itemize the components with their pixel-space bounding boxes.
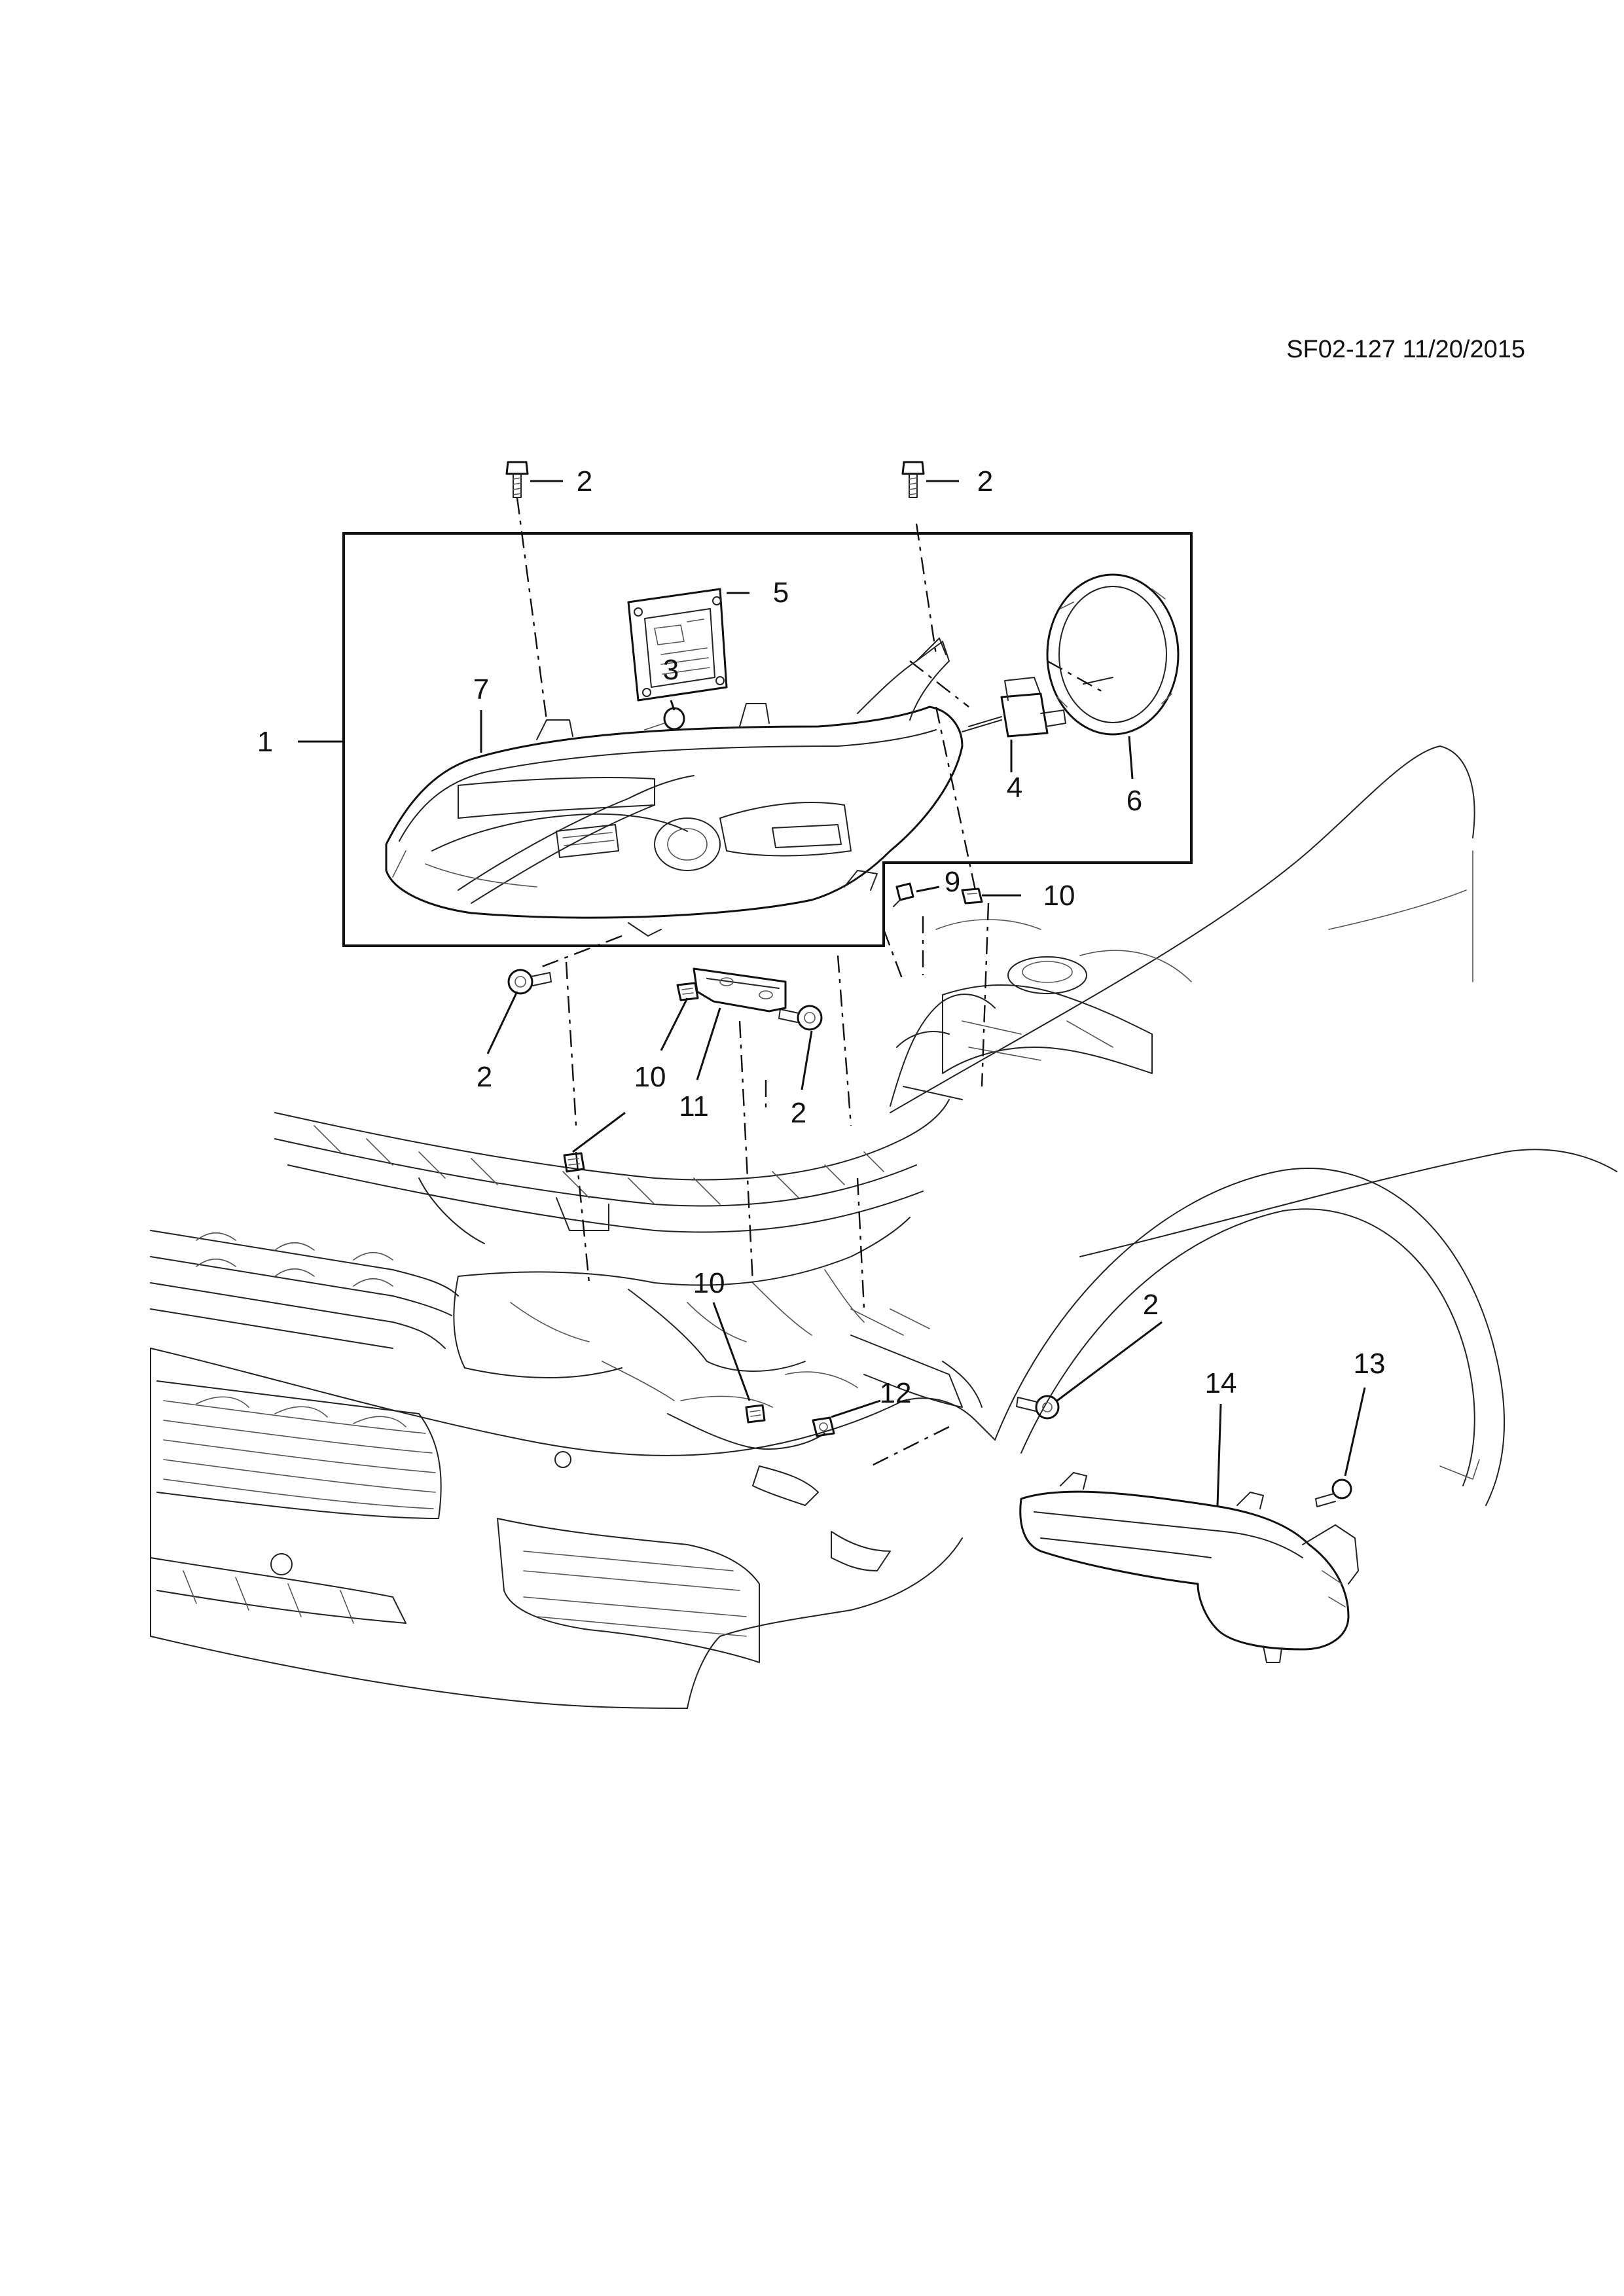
nut-12	[812, 1416, 835, 1437]
callout-1: 1	[257, 726, 273, 758]
nut-10-right	[961, 888, 983, 905]
bulb-part	[644, 707, 685, 730]
callout-2: 2	[1143, 1289, 1159, 1321]
bolt-top-left	[505, 461, 529, 498]
callout-11: 11	[679, 1090, 709, 1122]
screw-13	[1315, 1479, 1352, 1507]
callout-6: 6	[1127, 785, 1142, 817]
bulb-socket-part	[962, 677, 1066, 738]
nut-10-lower	[745, 1404, 766, 1424]
callout-12: 12	[880, 1377, 912, 1409]
callout-13: 13	[1354, 1348, 1386, 1380]
callout-2: 2	[977, 465, 993, 497]
callout-14: 14	[1205, 1367, 1237, 1399]
bolt-lower	[1016, 1395, 1060, 1420]
callout-10: 10	[634, 1061, 666, 1093]
callout-7: 7	[473, 673, 489, 706]
bolt-mid-left	[507, 969, 552, 995]
vehicle-front-end	[150, 745, 1617, 1709]
mounting-bracket-part	[693, 967, 787, 1013]
callout-2: 2	[791, 1097, 806, 1129]
daytime-lamp-part	[1019, 1472, 1359, 1663]
bolt-top-right	[901, 461, 925, 498]
callout-labels: 1 2 2 2 2 2 3 4 5 6 7 9 10 10 10 11 12 1…	[257, 465, 1386, 1409]
callout-3: 3	[663, 654, 679, 686]
diagram-reference-code: SF02-127 11/20/2015	[1286, 336, 1525, 363]
headlamp-housing	[385, 637, 964, 937]
nut-10-mid	[563, 1152, 585, 1173]
callout-10: 10	[1043, 880, 1075, 912]
alignment-lines	[516, 497, 1107, 1467]
sealing-ring-part	[1046, 573, 1180, 736]
bolt-mid-right	[778, 1005, 823, 1031]
callout-2: 2	[477, 1061, 492, 1093]
control-module-part	[627, 588, 728, 702]
clip-9	[893, 882, 914, 907]
callout-4: 4	[1007, 772, 1022, 804]
callout-5: 5	[773, 577, 789, 609]
leader-lines	[298, 480, 1366, 1506]
nut-10-left	[676, 982, 699, 1001]
callout-2: 2	[577, 465, 592, 497]
callout-9: 9	[945, 866, 960, 898]
callout-10: 10	[693, 1267, 725, 1299]
headlamp-assembly-frame	[342, 532, 1193, 947]
